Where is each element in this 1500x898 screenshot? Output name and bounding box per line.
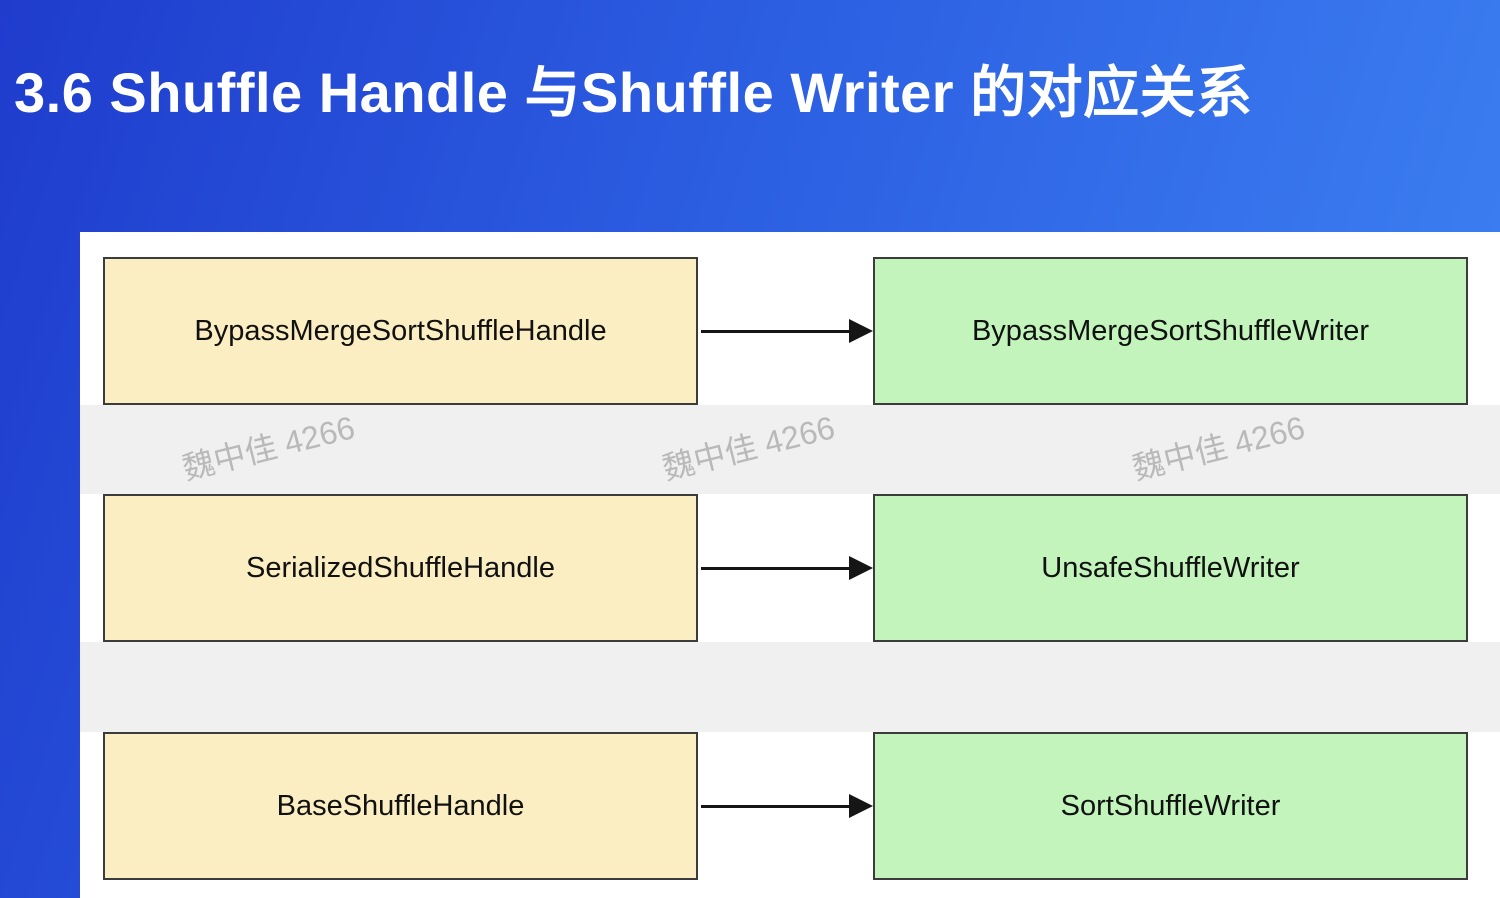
mapping-row-2: SerializedShuffleHandle UnsafeShuffleWri… bbox=[80, 494, 1500, 642]
arrow-head bbox=[849, 319, 873, 343]
writer-box-bypassmergesortshufflewriter: BypassMergeSortShuffleWriter bbox=[873, 257, 1468, 405]
handle-label: BaseShuffleHandle bbox=[276, 789, 525, 822]
page-title: 3.6 Shuffle Handle 与Shuffle Writer 的对应关系 bbox=[14, 60, 1253, 124]
arrow-line bbox=[701, 566, 849, 570]
arrow-head bbox=[849, 794, 873, 818]
handle-label: BypassMergeSortShuffleHandle bbox=[194, 314, 607, 347]
writer-label: BypassMergeSortShuffleWriter bbox=[971, 314, 1370, 347]
writer-box-unsafeshufflewriter: UnsafeShuffleWriter bbox=[873, 494, 1468, 642]
writer-label: UnsafeShuffleWriter bbox=[1041, 551, 1300, 584]
handle-box-serializedshufflehandle: SerializedShuffleHandle bbox=[103, 494, 698, 642]
gap-band-2 bbox=[80, 642, 1500, 732]
arrow-line bbox=[701, 804, 849, 808]
handle-box-baseshufflehandle: BaseShuffleHandle bbox=[103, 732, 698, 880]
watermark-text: 魏中佳 4266 bbox=[178, 409, 359, 487]
arrow-right-icon bbox=[698, 494, 873, 642]
gap-band-1: 魏中佳 4266 魏中佳 4266 魏中佳 4266 bbox=[80, 405, 1500, 494]
handle-label: SerializedShuffleHandle bbox=[245, 551, 555, 584]
writer-label: SortShuffleWriter bbox=[1060, 789, 1281, 822]
arrow-right-icon bbox=[698, 257, 873, 405]
arrow-head bbox=[849, 556, 873, 580]
diagram-panel: BypassMergeSortShuffleHandle BypassMerge… bbox=[80, 232, 1500, 898]
arrow-right-icon bbox=[698, 732, 873, 880]
watermark-text: 魏中佳 4266 bbox=[1128, 409, 1309, 487]
writer-box-sortshufflewriter: SortShuffleWriter bbox=[873, 732, 1468, 880]
watermark-text: 魏中佳 4266 bbox=[658, 409, 839, 487]
mapping-row-3: BaseShuffleHandle SortShuffleWriter bbox=[80, 732, 1500, 880]
arrow-line bbox=[701, 329, 849, 333]
handle-box-bypassmergesortshufflehandle: BypassMergeSortShuffleHandle bbox=[103, 257, 698, 405]
mapping-row-1: BypassMergeSortShuffleHandle BypassMerge… bbox=[80, 257, 1500, 405]
